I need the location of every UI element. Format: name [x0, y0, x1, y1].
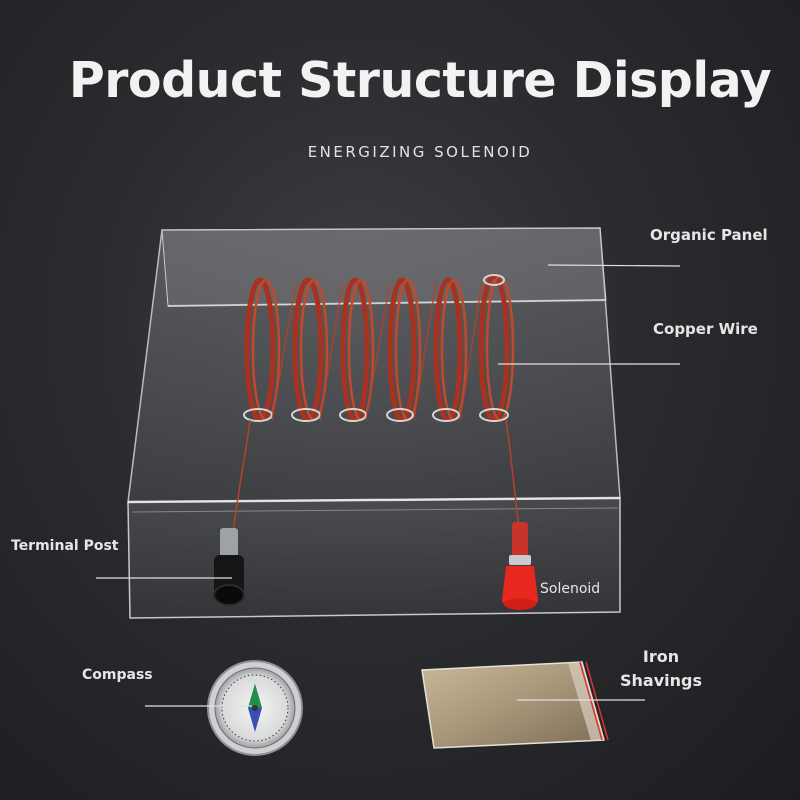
page-subtitle: ENERGIZING SOLENOID [307, 143, 533, 161]
callout-copper-wire: Copper Wire [653, 320, 758, 338]
callout-terminal-post: Terminal Post [11, 538, 119, 554]
lead-wire-left [231, 419, 251, 541]
coil [386, 277, 422, 423]
callout-solenoid: Solenoid [540, 581, 601, 597]
coil [243, 277, 281, 423]
callout-iron: Iron [642, 647, 680, 666]
leader-organic-panel [547, 264, 681, 267]
box-front-face [127, 497, 621, 619]
iron-shavings-bag [421, 661, 609, 749]
copper-coils [243, 273, 515, 423]
coil [339, 277, 375, 423]
organic-panel-ledge [161, 227, 607, 307]
callout-organic-panel: Organic Panel [650, 226, 768, 244]
coil [291, 277, 329, 423]
callout-compass: Compass [82, 667, 153, 683]
black-terminal-post [213, 528, 245, 606]
coil [432, 277, 468, 423]
red-terminal-post [502, 522, 538, 610]
page-title: Product Structure Display [68, 52, 772, 109]
compass [207, 660, 303, 756]
callout-shavings: Shavings [620, 671, 702, 690]
coil [478, 273, 515, 423]
acrylic-box [127, 227, 621, 619]
